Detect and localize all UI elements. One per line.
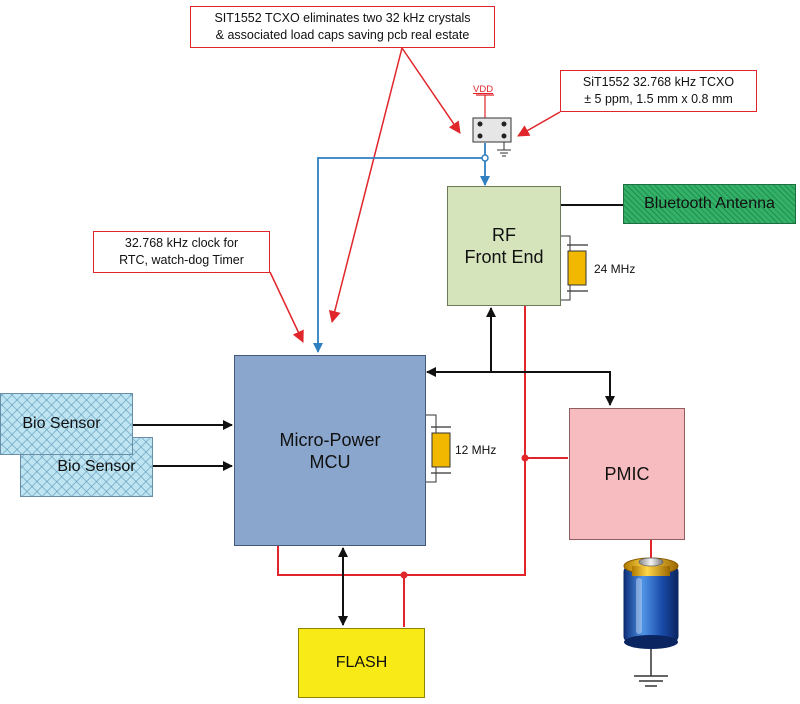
crystal-12mhz-label: 12 MHz [455, 443, 497, 457]
callout-line: ± 5 ppm, 1.5 mm x 0.8 mm [584, 92, 733, 106]
clock-wires [313, 143, 490, 353]
vdd-label: VDD [473, 84, 494, 95]
callout-line: & associated load caps saving pcb real e… [215, 28, 470, 42]
callout-line: SIT1552 TCXO eliminates two 32 kHz cryst… [214, 11, 471, 25]
power-wires [277, 305, 652, 627]
block-label: Front End [464, 247, 544, 267]
block-label: RF [492, 225, 516, 245]
block-label: Bio Sensor [57, 458, 136, 475]
tcxo-note-arrow-to-tcxo [401, 47, 461, 134]
rtc-note-callout: 32.768 kHz clock for RTC, watch-dog Time… [93, 231, 270, 273]
pmic-block: PMIC [569, 408, 685, 540]
clock-wire-to-mcu [313, 143, 486, 353]
tcxo-spec-callout: SiT1552 32.768 kHz TCXO ± 5 ppm, 1.5 mm … [560, 70, 757, 112]
bio-sensor-1-block: Bio Sensor [0, 393, 133, 455]
flash-block: FLASH [298, 628, 425, 698]
tcxo-note-callout: SIT1552 TCXO eliminates two 32 kHz cryst… [190, 6, 495, 48]
crystal-12mhz-icon [425, 414, 451, 483]
clock-junction-dot [481, 154, 489, 162]
rf-front-end-block: RF Front End [447, 186, 561, 306]
tcxo-chip-icon [472, 94, 512, 157]
tcxo-spec-arrow [517, 111, 561, 137]
block-label: Micro-Power [279, 429, 381, 450]
callout-line: RTC, watch-dog Timer [119, 253, 244, 267]
block-label: Bio Sensor [22, 415, 101, 432]
data-wires [132, 204, 623, 626]
mcu-block: Micro-Power MCU [234, 355, 426, 546]
battery-icon [623, 557, 679, 687]
power-junction-dot [521, 454, 529, 462]
bluetooth-antenna-block: Bluetooth Antenna [623, 184, 796, 224]
tcxo-note-arrow-to-mcu [328, 47, 403, 323]
block-label: Bluetooth Antenna [644, 195, 775, 212]
block-label: PMIC [604, 464, 650, 484]
callout-line: SiT1552 32.768 kHz TCXO [582, 75, 735, 89]
bus-to-pmic [491, 371, 615, 406]
crystal-24mhz-label: 24 MHz [594, 262, 636, 276]
callout-line: 32.768 kHz clock for [124, 236, 239, 250]
crystal-24mhz-icon [561, 235, 588, 301]
power-junction-dot [400, 571, 408, 579]
block-label: MCU [309, 451, 351, 472]
rtc-note-arrow [269, 271, 304, 343]
block-label: FLASH [335, 654, 388, 671]
callout-arrows [269, 47, 561, 343]
